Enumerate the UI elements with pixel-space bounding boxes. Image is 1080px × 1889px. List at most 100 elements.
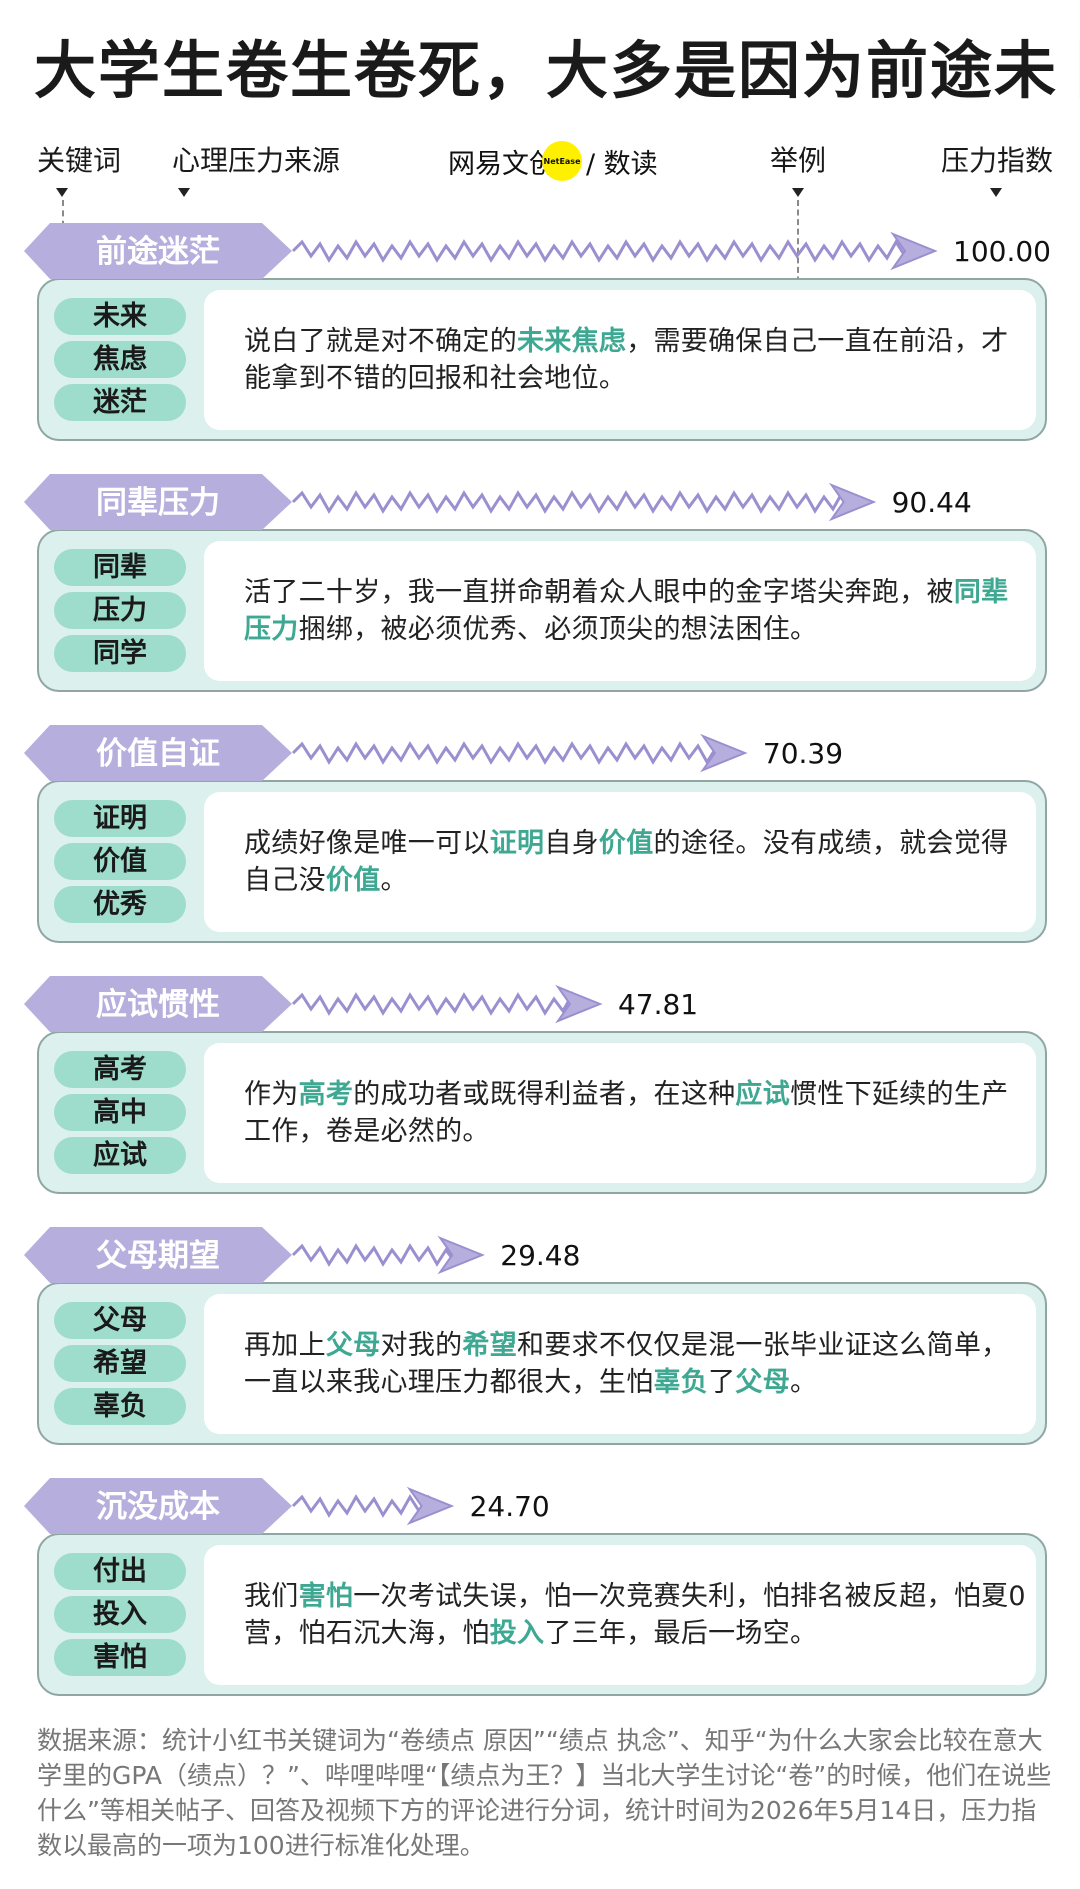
example-segment: 一次考试失误，怕一次竞赛失利，怕排名被反超，怕夏0营，怕石沉大海，怕: [244, 1581, 1026, 1649]
keyword-pill: 辜负: [54, 1388, 186, 1425]
keyword-pill: 迷茫: [54, 384, 186, 421]
highlight-keyword: 希望: [462, 1330, 518, 1361]
category-banner-6: [24, 1478, 292, 1534]
wave-bar-4: [291, 991, 578, 1016]
example-card-4: 高考高中应试作为高考的成功者或既得利益者，在这种应试惯性下延续的生产工作，卷是必…: [37, 1031, 1047, 1194]
example-text: 再加上父母对我的希望和要求不仅仅是混一张毕业证这么简单，一直以来我心理压力都很大…: [244, 1294, 1034, 1434]
keyword-pill: 高考: [54, 1051, 186, 1088]
example-text: 成绩好像是唯一可以证明自身价值的途径。没有成绩，就会觉得自己没价值。: [244, 792, 1034, 932]
wave-bar-3: [291, 741, 723, 765]
example-box: 作为高考的成功者或既得利益者，在这种应试惯性下延续的生产工作，卷是必然的。: [204, 1043, 1036, 1183]
keyword-pill: 未来: [54, 298, 186, 335]
wave-bar-1: [291, 239, 913, 263]
example-segment: 的成功者或既得利益者，在这种: [353, 1079, 736, 1110]
example-segment: 和要求不仅仅是混一张毕业证这么简单，一直以来我心理压力都很大，生怕: [244, 1330, 1009, 1398]
highlight-keyword: 证明: [489, 828, 545, 859]
keyword-pill: 希望: [54, 1345, 186, 1382]
category-banner-5: [24, 1227, 292, 1283]
example-segment: 说白了就是对不确定的: [244, 326, 517, 357]
highlight-keyword: 应试: [735, 1079, 791, 1110]
highlight-keyword: 高考: [298, 1079, 354, 1110]
keyword-pill: 证明: [54, 800, 186, 837]
wave-bar-5: [291, 1243, 460, 1267]
example-segment: 活了二十岁，我一直拼命朝着众人眼中的金字塔尖奔跑，被: [244, 577, 954, 608]
example-guide-line: [797, 200, 799, 292]
value-label-5: 29.48: [500, 1239, 580, 1272]
highlight-keyword: 投入: [489, 1618, 545, 1649]
keyword-pill: 害怕: [54, 1639, 186, 1676]
example-segment: 。: [790, 1367, 818, 1398]
example-text: 我们害怕一次考试失误，怕一次竞赛失利，怕排名被反超，怕夏0营，怕石沉大海，怕投入…: [244, 1545, 1034, 1685]
arrow-head-4: [555, 984, 603, 1024]
keyword-pill: 压力: [54, 592, 186, 629]
header-index: 压力指数: [941, 144, 1054, 177]
example-box: 我们害怕一次考试失误，怕一次竞赛失利，怕排名被反超，怕夏0营，怕石沉大海，怕投入…: [204, 1545, 1036, 1685]
keyword-pill: 同学: [54, 635, 186, 672]
category-label-6: 沉没成本: [96, 1489, 220, 1525]
brand-logo: 网易文创 NetEase / 数读: [448, 140, 658, 182]
example-segment: 再加上: [244, 1330, 326, 1361]
keyword-pill: 优秀: [54, 886, 186, 923]
highlight-keyword: 父母: [325, 1330, 381, 1361]
example-segment: 了: [708, 1367, 736, 1398]
highlight-keyword: 同辈压力: [244, 577, 1009, 645]
arrow-head-6: [406, 1486, 455, 1526]
category-label-2: 同辈压力: [96, 485, 220, 521]
example-text: 说白了就是对不确定的未来焦虑，需要确保自己一直在前沿，才能拿到不错的回报和社会地…: [244, 290, 1034, 430]
example-segment: 了三年，最后一场空。: [544, 1618, 818, 1649]
header-index-marker: [990, 188, 1002, 197]
brand-suffix: / 数读: [586, 148, 658, 180]
category-label-3: 价值自证: [96, 736, 220, 772]
keyword-pill: 付出: [54, 1553, 186, 1590]
wave-bar-6: [291, 1494, 430, 1518]
category-banner-1: [24, 223, 292, 279]
keyword-pill: 同辈: [54, 549, 186, 586]
highlight-keyword: 辜负: [653, 1367, 709, 1398]
example-segment: 捆绑，被必须优秀、必须顶尖的想法困住。: [298, 614, 818, 645]
example-card-3: 证明价值优秀成绩好像是唯一可以证明自身价值的途径。没有成绩，就会觉得自己没价值。: [37, 780, 1047, 943]
page-title: 大学生卷生卷死，大多是因为前途未卜: [34, 34, 1080, 107]
example-card-5: 父母希望辜负再加上父母对我的希望和要求不仅仅是混一张毕业证这么简单，一直以来我心…: [37, 1282, 1047, 1445]
highlight-keyword: 害怕: [298, 1581, 354, 1612]
example-segment: 成绩好像是唯一可以: [244, 828, 490, 859]
example-segment: 的途径。没有成绩，就会觉得自己没: [244, 828, 1009, 896]
keyword-pill: 高中: [54, 1094, 186, 1131]
category-banner-4: [24, 976, 292, 1032]
example-card-1: 未来焦虑迷茫说白了就是对不确定的未来焦虑，需要确保自己一直在前沿，才能拿到不错的…: [37, 278, 1047, 441]
keyword-pill: 价值: [54, 843, 186, 880]
header-source-marker: [178, 188, 190, 197]
value-label-4: 47.81: [618, 988, 698, 1021]
example-box: 说白了就是对不确定的未来焦虑，需要确保自己一直在前沿，才能拿到不错的回报和社会地…: [204, 290, 1036, 430]
highlight-keyword: 未来焦虑: [517, 326, 627, 357]
example-segment: 作为: [244, 1079, 299, 1110]
wave-bar-2: [291, 489, 852, 514]
keyword-pill: 投入: [54, 1596, 186, 1633]
value-label-2: 90.44: [892, 486, 972, 519]
example-box: 活了二十岁，我一直拼命朝着众人眼中的金字塔尖奔跑，被同辈压力捆绑，被必须优秀、必…: [204, 541, 1036, 681]
example-card-2: 同辈压力同学活了二十岁，我一直拼命朝着众人眼中的金字塔尖奔跑，被同辈压力捆绑，被…: [37, 529, 1047, 692]
example-segment: ，需要确保自己一直在前沿，才能拿到不错的回报和社会地位。: [244, 326, 1009, 394]
brand-name: 网易文创: [448, 148, 556, 180]
netease-logo-icon: NetEase: [542, 141, 582, 181]
example-segment: 惯性下延续的生产工作，卷是必然的。: [244, 1079, 1009, 1147]
arrow-head-3: [700, 733, 748, 773]
highlight-keyword: 父母: [735, 1367, 791, 1398]
header-example-marker: [792, 188, 804, 197]
category-label-5: 父母期望: [96, 1238, 220, 1274]
category-label-4: 应试惯性: [96, 987, 220, 1023]
category-banner-2: [24, 474, 292, 530]
example-segment: 。: [380, 865, 408, 896]
category-banner-3: [24, 725, 292, 781]
highlight-keyword: 价值: [598, 828, 654, 859]
header-example: 举例: [770, 144, 827, 177]
header-keyword-marker: [56, 188, 68, 197]
example-segment: 对我的: [380, 1330, 463, 1361]
keyword-pill: 焦虑: [54, 341, 186, 378]
example-segment: 我们: [244, 1581, 299, 1612]
example-text: 作为高考的成功者或既得利益者，在这种应试惯性下延续的生产工作，卷是必然的。: [244, 1043, 1034, 1183]
header-keyword: 关键词: [37, 144, 122, 177]
example-box: 再加上父母对我的希望和要求不仅仅是混一张毕业证这么简单，一直以来我心理压力都很大…: [204, 1294, 1036, 1434]
keyword-pill: 应试: [54, 1137, 186, 1174]
source-note: 数据来源：统计小红书关键词为“卷绩点 原因”“绩点 执念”、知乎“为什么大家会比…: [37, 1726, 1052, 1860]
